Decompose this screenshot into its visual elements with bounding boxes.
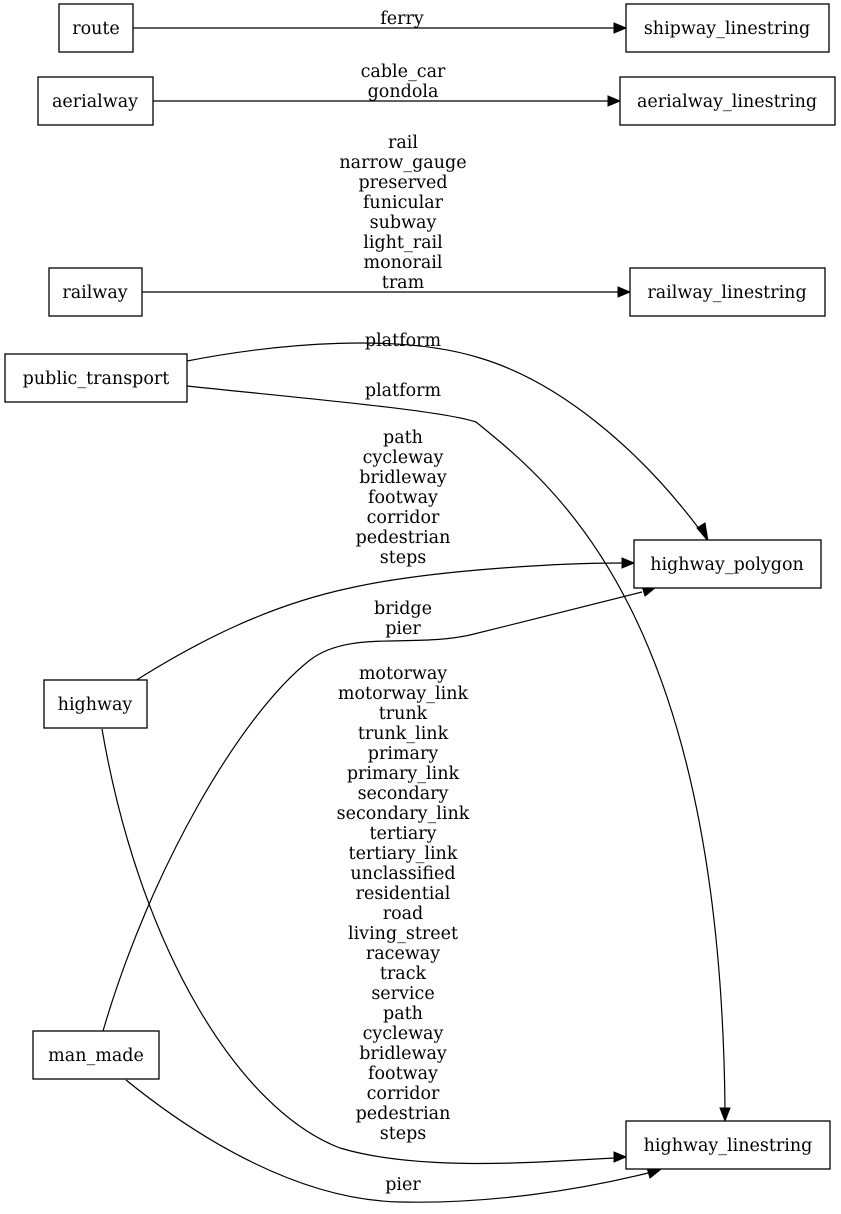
label-public-transport-linestring-edge: platform	[365, 381, 442, 401]
node-label: aerialway	[52, 92, 138, 112]
node-shipway-linestring: shipway_linestring	[625, 3, 830, 53]
node-label: railway	[62, 283, 127, 303]
edge-label-line: ferry	[380, 9, 424, 29]
edge-label-line: tertiary	[369, 824, 436, 844]
edge-public-transport-to-highway-linestring	[186, 385, 731, 1123]
edge-label-line: platform	[365, 331, 442, 351]
edge-label-line: primary_link	[347, 764, 460, 784]
edge-label-line: steps	[380, 548, 427, 568]
edge-man-made-to-highway-linestring	[125, 1079, 662, 1203]
node-label: aerialway_linestring	[637, 92, 817, 112]
edge-label-line: subway	[370, 213, 437, 233]
label-man-made-linestring-edge: pier	[385, 1175, 421, 1195]
node-man-made: man_made	[32, 1030, 160, 1080]
edge-label-line: motorway	[359, 664, 447, 684]
edge-railway-to-railway-linestring	[142, 286, 632, 298]
node-public-transport: public_transport	[4, 353, 188, 403]
edge-label-line: bridge	[374, 599, 432, 619]
edge-label-line: funicular	[363, 193, 444, 213]
edge-label-line: primary	[368, 744, 439, 764]
node-railway-linestring: railway_linestring	[629, 267, 826, 317]
edge-label-line: unclassified	[350, 864, 455, 884]
node-highway-polygon: highway_polygon	[633, 539, 822, 589]
edge-label-line: trunk_link	[358, 724, 449, 744]
edge-label-line: living_street	[348, 924, 458, 944]
edge-label-line: service	[371, 984, 434, 1004]
edge-label-line: residential	[356, 884, 451, 904]
edge-label-line: rail	[388, 133, 418, 153]
edge-label-line: secondary_link	[337, 804, 470, 824]
edge-label-line: bridleway	[359, 468, 447, 488]
edge-label-line: narrow_gauge	[339, 153, 466, 173]
node-label: highway_linestring	[644, 1136, 813, 1156]
edge-label-line: footway	[368, 1064, 438, 1084]
edge-label-line: bridleway	[359, 1044, 447, 1064]
edge-label-line: path	[383, 428, 423, 448]
edge-label-line: pier	[385, 619, 421, 639]
edge-label-line: corridor	[367, 508, 440, 528]
edge-label-line: cycleway	[363, 1024, 444, 1044]
edge-label-line: gondola	[368, 82, 439, 102]
edge-label-line: tertiary_link	[349, 844, 458, 864]
edge-label-line: footway	[368, 488, 438, 508]
node-railway: railway	[48, 267, 143, 317]
label-man-made-polygon-edge: bridge pier	[374, 599, 432, 639]
node-aerialway-linestring: aerialway_linestring	[619, 76, 836, 126]
edge-label-line: pedestrian	[356, 1104, 451, 1124]
node-label: route	[72, 19, 120, 39]
edge-label-line: cycleway	[363, 448, 444, 468]
edge-label-line: monorail	[364, 253, 443, 273]
edge-public-transport-to-highway-polygon	[186, 342, 709, 543]
label-ferry: ferry	[380, 9, 424, 29]
label-railway-edge: rail narrow_gauge preserved funicular su…	[339, 133, 466, 293]
edge-highway-to-highway-polygon	[134, 557, 636, 682]
node-label: railway_linestring	[647, 283, 806, 303]
edge-label-line: tram	[382, 273, 425, 293]
node-label: highway_polygon	[650, 555, 804, 575]
label-aerialway-edge: cable_car gondola	[361, 62, 446, 102]
label-highway-linestring-edge: motorway motorway_link trunk trunk_link …	[337, 664, 470, 1144]
node-aerialway: aerialway	[37, 76, 154, 126]
edge-aerialway-to-aerialway-linestring	[153, 95, 622, 107]
node-label: man_made	[48, 1046, 144, 1066]
node-highway-linestring: highway_linestring	[625, 1120, 831, 1170]
edge-label-line: road	[383, 904, 424, 924]
edge-label-line: steps	[380, 1124, 427, 1144]
edge-label-line: pedestrian	[356, 528, 451, 548]
edge-label-line: preserved	[358, 173, 447, 193]
node-highway: highway	[43, 679, 148, 729]
edge-label-line: motorway_link	[338, 684, 469, 704]
label-public-transport-polygon-edge: platform	[365, 331, 442, 351]
edge-label-line: corridor	[367, 1084, 440, 1104]
edge-label-line: trunk	[379, 704, 428, 724]
edge-label-line: track	[380, 964, 427, 984]
node-label: highway	[58, 695, 133, 715]
edge-label-line: path	[383, 1004, 423, 1024]
edge-label-line: raceway	[366, 944, 440, 964]
edge-route-to-shipway	[133, 22, 628, 34]
edge-label-line: cable_car	[361, 62, 446, 82]
node-label: shipway_linestring	[644, 19, 810, 39]
edge-highway-to-highway-linestring	[101, 728, 628, 1165]
node-route: route	[58, 3, 134, 53]
edge-label-line: pier	[385, 1175, 421, 1195]
label-highway-polygon-edge: path cycleway bridleway footway corridor…	[356, 428, 451, 568]
edge-label-line: light_rail	[363, 233, 443, 253]
edge-label-line: platform	[365, 381, 442, 401]
node-label: public_transport	[23, 369, 170, 389]
edge-label-line: secondary	[358, 784, 449, 804]
